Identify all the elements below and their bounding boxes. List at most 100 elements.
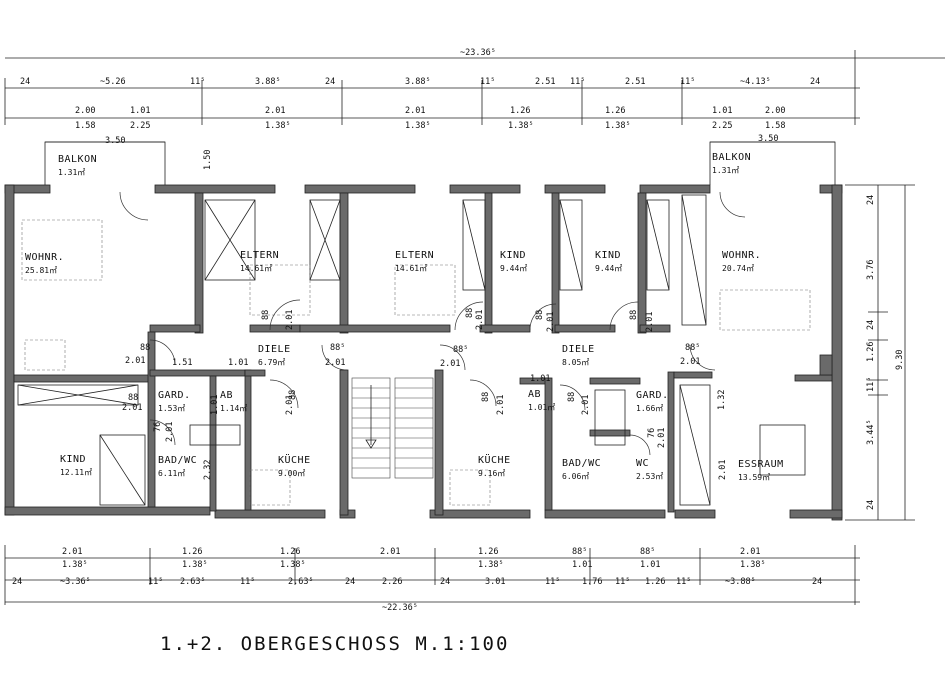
dimension-label: 2.01	[285, 310, 295, 330]
dimension-label: 2.01	[285, 395, 295, 415]
dimension-label: 2.01	[657, 428, 667, 448]
room-area: 14.61㎡	[395, 264, 427, 273]
bottom-dimension-lines	[4, 545, 860, 605]
dimension-label: 1.26	[182, 547, 202, 557]
dimension-label: 1.38⁵	[62, 560, 88, 570]
room-name: ELTERN	[240, 250, 279, 261]
dimension-label: 88⁵	[453, 345, 468, 355]
room-name: DIELE	[258, 344, 291, 355]
drawing-labels: WOHNR.25.81㎡ELTERN14.61㎡ELTERN14.61㎡KIND…	[12, 48, 905, 655]
dimension-label: 2.25	[712, 121, 732, 131]
room-area: 1.31㎡	[58, 168, 85, 177]
room-name: DIELE	[562, 344, 595, 355]
room-area: 2.53㎡	[636, 472, 663, 481]
dimension-label: 2.01	[440, 359, 460, 369]
room-name: GARD.	[636, 390, 669, 401]
dimension-label: 1.01	[210, 395, 220, 415]
dimension-label: 88	[535, 310, 545, 320]
room-name: KIND	[500, 250, 526, 261]
room-name: ELTERN	[395, 250, 434, 261]
room-area: 12.11㎡	[60, 468, 92, 477]
dimension-label: 2.51	[535, 77, 555, 87]
dimension-label: 1.38⁵	[740, 560, 766, 570]
room-name: WOHNR.	[25, 252, 64, 263]
dimension-label: 2.01	[122, 403, 142, 413]
dimension-label: 1.26	[510, 106, 530, 116]
dimension-label: 24	[20, 77, 30, 87]
dimension-label: 88⁵	[572, 547, 587, 557]
dimension-label: 2.63⁵	[180, 577, 206, 587]
balconies	[44, 141, 836, 185]
dimension-label: 2.01	[496, 395, 506, 415]
dimension-label: 2.01	[718, 460, 728, 480]
dimension-label: 24	[866, 195, 876, 205]
dimension-label: 76	[153, 422, 163, 432]
room-area: 25.81㎡	[25, 266, 57, 275]
dimension-label: 11⁵	[866, 377, 876, 392]
dimension-label: 2.26	[382, 577, 402, 587]
dimension-label: 9.30	[895, 350, 905, 370]
dimension-label: 11⁵	[676, 577, 691, 587]
dimension-label: 2.51	[625, 77, 645, 87]
dimension-label: 2.01	[265, 106, 285, 116]
dimension-label: 2.01	[680, 357, 700, 367]
dimension-label: 3.88⁵	[255, 77, 281, 87]
room-area: 1.53㎡	[158, 404, 185, 413]
room-area: 6.11㎡	[158, 469, 185, 478]
room-area: 8.05㎡	[562, 358, 589, 367]
room-name: AB	[220, 390, 233, 401]
dimension-label: 2.01	[325, 358, 345, 368]
dimension-label: 2.01	[405, 106, 425, 116]
dimension-label: 88	[629, 310, 639, 320]
dimension-label: 1.01	[530, 374, 550, 384]
room-name: KÜCHE	[478, 453, 511, 466]
dimension-label: 3.50	[105, 136, 125, 146]
dimension-label: 1.26	[645, 577, 665, 587]
inner-walls	[13, 192, 833, 516]
dimension-label: ~3.36⁵	[60, 577, 91, 587]
dimension-label: 24	[866, 320, 876, 330]
dimension-label: 88	[261, 310, 271, 320]
dimension-label: 24	[345, 577, 355, 587]
dimension-label: 88⁵	[640, 547, 655, 557]
dimension-label: 1.38⁵	[280, 560, 306, 570]
dimension-label: 3.88⁵	[405, 77, 431, 87]
dimension-label: 1.32	[717, 390, 727, 410]
dimension-label: 2.01	[125, 356, 145, 366]
dimension-label: 1.26	[478, 547, 498, 557]
dimension-label: 11⁵	[615, 577, 630, 587]
room-area: 1.14㎡	[220, 404, 247, 413]
dimension-label: 88	[128, 393, 138, 403]
dimension-label: 88	[465, 308, 475, 318]
room-area: 9.44㎡	[595, 264, 622, 273]
dimension-label: 1.38⁵	[508, 121, 534, 131]
room-area: 13.59㎡	[738, 473, 770, 482]
dimension-label: 88	[567, 392, 577, 402]
dimension-label: 3.44⁵	[866, 419, 876, 445]
dimension-label: 1.26	[280, 547, 300, 557]
room-name: KIND	[595, 250, 621, 261]
drawing-title: 1.+2. OBERGESCHOSS M.1:100	[160, 633, 509, 655]
dimension-label: 2.00	[765, 106, 785, 116]
dimension-label: 11⁵	[570, 77, 585, 87]
dimension-label: 1.26	[866, 342, 876, 362]
dimension-label: 24	[12, 577, 22, 587]
furniture	[17, 194, 811, 506]
dimension-label: 1.38⁵	[405, 121, 431, 131]
dimension-label: 76	[647, 428, 657, 438]
room-name: BALKON	[58, 154, 97, 165]
dimension-label: 1.01	[130, 106, 150, 116]
room-area: 9.44㎡	[500, 264, 527, 273]
dimension-label: 88	[140, 343, 150, 353]
dimension-label: 88	[481, 392, 491, 402]
door-swings	[119, 191, 746, 456]
dimension-label: 1.01	[228, 358, 248, 368]
outer-walls	[4, 184, 843, 521]
room-name: AB	[528, 389, 541, 400]
dimension-label: ~5.26	[100, 77, 126, 87]
dimension-label: 1.50	[203, 150, 213, 170]
dimension-label: 1.58	[75, 121, 95, 131]
room-area: 1.66㎡	[636, 404, 663, 413]
dimension-label: 2.01	[645, 312, 655, 332]
dimension-label: 11⁵	[480, 77, 495, 87]
